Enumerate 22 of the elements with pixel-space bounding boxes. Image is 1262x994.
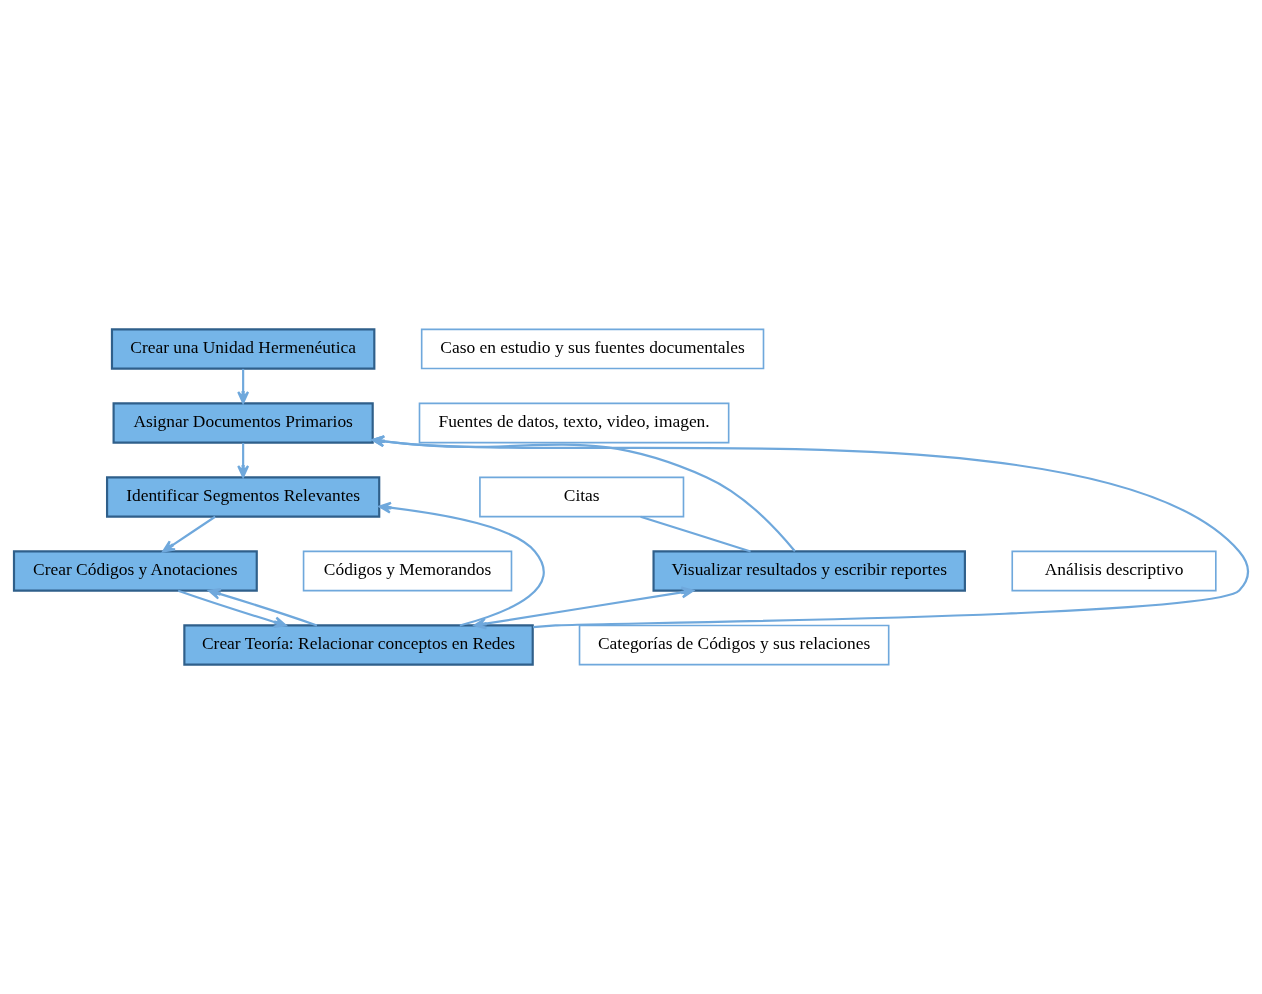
node-box: Crear Teoría: Relacionar conceptos en Redes (183, 624, 534, 666)
node-box: Fuentes de datos, texto, video, imagen. (418, 402, 730, 444)
arrow (237, 368, 250, 404)
arrow (371, 435, 796, 552)
arrow (162, 515, 216, 553)
node-box: Crear una Unidad Hermenéutica (110, 328, 376, 370)
arrow (237, 442, 250, 478)
node-box: Asignar Documentos Primarios (112, 402, 374, 444)
node-box: Códigos y Memorandos (302, 550, 513, 592)
node-box: Análisis descriptivo (1011, 550, 1217, 592)
arrow (177, 589, 287, 628)
arrow (378, 501, 545, 627)
arrow (208, 588, 318, 627)
node-box: Crear Códigos y Anotaciones (12, 550, 258, 592)
node-box: Citas (479, 476, 685, 518)
node-box: Identificar Segmentos Relevantes (105, 476, 381, 518)
node-box: Categorías de Códigos y sus relaciones (578, 624, 890, 666)
arrow (371, 435, 1248, 629)
connector (640, 515, 751, 553)
arrow (473, 586, 694, 630)
node-box: Caso en estudio y sus fuentes documentales (420, 328, 765, 370)
node-box: Visualizar resultados y escribir reportes (652, 550, 966, 592)
